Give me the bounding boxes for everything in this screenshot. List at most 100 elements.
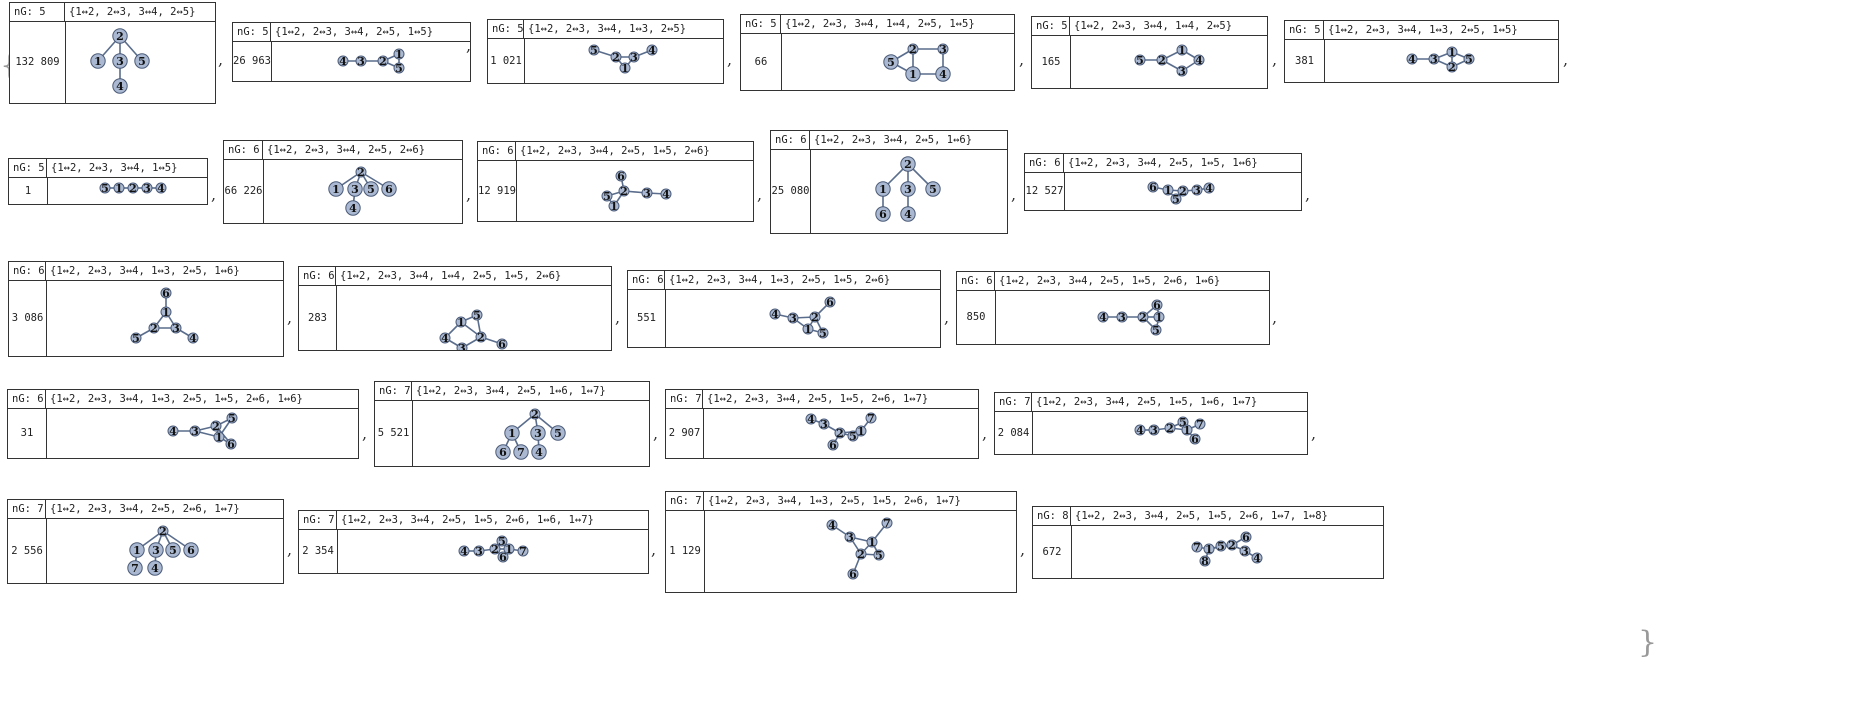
graph-node-label: 5 xyxy=(132,332,140,345)
graph-node xyxy=(530,425,546,441)
edge-list: {1↔2, 2↔3, 3↔4, 1↔3, 2↔5} xyxy=(528,23,687,35)
edge-list: {1↔2, 2↔3, 3↔4, 2↔5, 1↔5, 2↔6, 1↔7, 1↔8} xyxy=(1075,510,1328,522)
graph-node xyxy=(363,181,379,197)
graph-node xyxy=(496,338,508,350)
graph-node xyxy=(1147,181,1159,193)
graph-panel: nG: 6{1↔2, 2↔3, 3↔4, 1↔4, 2↔5, 1↔5, 2↔6}… xyxy=(298,266,612,351)
graph-node xyxy=(1170,193,1182,205)
graph-node-label: 1 xyxy=(505,543,513,556)
graph-node xyxy=(157,525,169,537)
occurrence-count: 551 xyxy=(628,289,666,347)
list-separator: , xyxy=(1272,308,1278,327)
graph-node xyxy=(660,188,672,200)
panel-header: nG: 6{1↔2, 2↔3, 3↔4, 2↔5, 2↔6} xyxy=(224,141,462,160)
node-count-label: nG: 5 xyxy=(741,15,781,33)
panel-header: nG: 8{1↔2, 2↔3, 3↔4, 2↔5, 1↔5, 2↔6, 1↔7,… xyxy=(1033,507,1383,526)
graph-node-label: 5 xyxy=(228,412,236,425)
list-separator: , xyxy=(211,185,217,204)
graph-node xyxy=(1148,424,1160,436)
graph-node-label: 4 xyxy=(1205,182,1213,195)
graph-node xyxy=(1199,555,1211,567)
graph-node xyxy=(818,418,830,430)
graph-node-label: 4 xyxy=(807,413,815,426)
graph-panel: nG: 7{1↔2, 2↔3, 3↔4, 2↔5, 1↔6, 1↔7}5 521… xyxy=(374,381,650,467)
edge-list: {1↔2, 2↔3, 3↔4, 1↔3, 2↔5, 1↔6} xyxy=(50,265,240,277)
node-count-prefix: nG: xyxy=(303,270,329,282)
graph-node-label: 2 xyxy=(1139,311,1147,324)
edge-list: {1↔2, 2↔3, 3↔4, 2↔5, 1↔6} xyxy=(814,134,973,146)
panel-header: nG: 7{1↔2, 2↔3, 3↔4, 2↔5, 1↔5, 2↔6, 1↔6,… xyxy=(299,511,648,530)
panel-header: nG: 7{1↔2, 2↔3, 3↔4, 2↔5, 2↔6, 1↔7} xyxy=(8,500,283,519)
graph-node xyxy=(531,444,547,460)
graph-node-label: 6 xyxy=(829,439,837,452)
node-count-label: nG: 6 xyxy=(1025,154,1064,172)
graph-node xyxy=(112,28,128,44)
graph-node xyxy=(1191,541,1203,553)
node-count-label: nG: 7 xyxy=(666,492,704,510)
graph-node xyxy=(1191,184,1203,196)
node-count-prefix: nG: xyxy=(12,503,38,515)
graph-node-label: 4 xyxy=(1253,552,1261,565)
graph-node-label: 3 xyxy=(789,312,797,325)
graph-node-label: 5 xyxy=(1179,416,1187,429)
graph-node-label: 1 xyxy=(909,68,917,81)
node-count-label: nG: 6 xyxy=(9,262,46,280)
graph-node xyxy=(226,412,238,424)
graph-node xyxy=(1240,531,1252,543)
graph-node-label: 4 xyxy=(169,425,177,438)
graph-node-label: 5 xyxy=(498,535,506,548)
graph-node xyxy=(489,543,501,555)
graph-node xyxy=(873,549,885,561)
graph-node-label: 4 xyxy=(904,208,912,221)
graph-node xyxy=(905,66,921,82)
graph-node-label: 1 xyxy=(457,316,465,329)
node-count-value: 6 xyxy=(1054,157,1061,169)
graph-node-label: 2 xyxy=(129,182,137,195)
list-separator: , xyxy=(1011,185,1017,204)
graph-panel: nG: 6{1↔2, 2↔3, 3↔4, 1↔3, 2↔5, 1↔5, 2↔6}… xyxy=(627,270,941,348)
graph-node-label: 4 xyxy=(939,68,947,81)
graph-node xyxy=(213,431,225,443)
panel-header: nG: 7{1↔2, 2↔3, 3↔4, 2↔5, 1↔5, 2↔6, 1↔7} xyxy=(666,390,978,409)
graph-node xyxy=(900,181,916,197)
edge-list: {1↔2, 2↔3, 3↔4, 1↔4, 2↔5} xyxy=(1074,20,1233,32)
graph-node xyxy=(883,54,899,70)
graph-node-label: 6 xyxy=(499,446,507,459)
node-count-prefix: nG: xyxy=(379,385,405,397)
list-separator: , xyxy=(287,540,293,559)
graph-node xyxy=(127,560,143,576)
graph-node xyxy=(345,200,361,216)
panel-header: nG: 6{1↔2, 2↔3, 3↔4, 2↔5, 1↔5, 1↔6} xyxy=(1025,154,1301,173)
graph-node xyxy=(129,542,145,558)
graph-node-label: 3 xyxy=(191,425,199,438)
node-count-label: nG: 6 xyxy=(224,141,263,159)
graph-node xyxy=(517,545,529,557)
node-count-value: 5 xyxy=(262,26,269,38)
graph-node-label: 1 xyxy=(133,544,141,557)
graph-node xyxy=(1176,44,1188,56)
graph-node-label: 3 xyxy=(357,55,365,68)
node-count-prefix: nG: xyxy=(632,274,658,286)
graph-node xyxy=(393,48,405,60)
node-count-prefix: nG: xyxy=(1029,157,1055,169)
graph-node xyxy=(1203,543,1215,555)
edge-list: {1↔2, 2↔3, 3↔4, 2↔5, 1↔5, 1↔6, 1↔7} xyxy=(1036,396,1258,408)
graph-node-label: 5 xyxy=(887,56,895,69)
graph-node xyxy=(1134,424,1146,436)
graph-node-label: 1 xyxy=(1183,424,1191,437)
list-separator: , xyxy=(218,50,224,69)
graph-node xyxy=(1164,422,1176,434)
graph-node xyxy=(130,332,142,344)
node-count-prefix: nG: xyxy=(775,134,801,146)
graph-node xyxy=(155,182,167,194)
